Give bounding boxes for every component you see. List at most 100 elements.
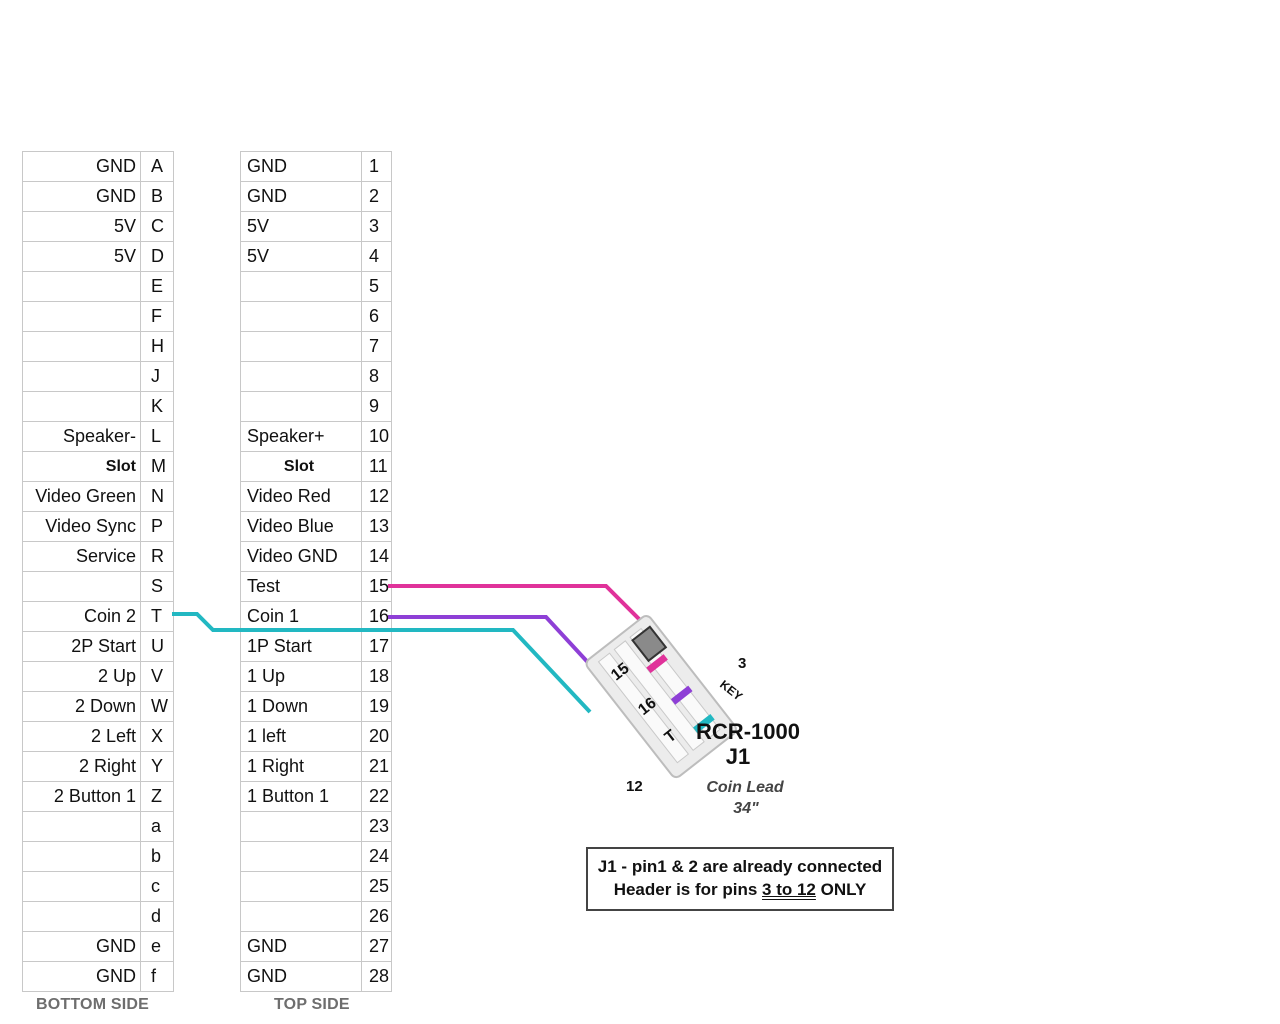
bottom_side-pin-cell: M [140,451,174,482]
top_side-signal-cell: 1 left [240,721,362,752]
cable-label: Coin Lead [706,779,785,796]
connector-pin-t-mark [693,714,715,734]
top_side-pin-cell: 25 [361,871,392,902]
top_side-row: Speaker+10 [240,421,392,452]
top_side-signal-cell [240,901,362,932]
top_side-pin-cell: 15 [361,571,392,602]
top_side-pin-cell: 14 [361,541,392,572]
bottom_side-pin-cell: d [140,901,174,932]
top_side-pin-cell: 16 [361,601,392,632]
bottom_side-pin-cell: U [140,631,174,662]
top-side-label: TOP SIDE [274,996,350,1013]
top_side-pin-cell: 7 [361,331,392,362]
top_side-signal-cell: GND [240,181,362,212]
top_side-pin-cell: 24 [361,841,392,872]
top_side-row: 23 [240,811,392,842]
bottom_side-pin-cell: a [140,811,174,842]
top_side-signal-cell: 1 Button 1 [240,781,362,812]
top_side-pin-cell: 21 [361,751,392,782]
bottom_side-pin-cell: b [140,841,174,872]
bottom_side-signal-cell: Coin 2 [22,601,141,632]
bottom_side-row: b [22,841,174,872]
bottom_side-signal-cell [22,901,141,932]
top_side-signal-cell [240,331,362,362]
bottom_side-row: J [22,361,174,392]
bottom_side-pin-cell: C [140,211,174,242]
pin-range-start-label: 3 [738,655,746,672]
bottom_side-pin-cell: c [140,871,174,902]
top_side-signal-cell: 1 Right [240,751,362,782]
bottom_side-row: a [22,811,174,842]
top_side-pin-cell: 4 [361,241,392,272]
top_side-signal-cell: GND [240,931,362,962]
top_side-signal-cell: GND [240,961,362,992]
bottom_side-signal-cell: 2 Right [22,751,141,782]
wire-coin2 [172,612,592,714]
bottom_side-pin-cell: Y [140,751,174,782]
connector-subtitle: J1 [726,744,750,769]
note-line-1: J1 - pin1 & 2 are already connected [597,857,883,876]
top_side-pin-cell: 17 [361,631,392,662]
note-box: J1 - pin1 & 2 are already connected Head… [586,847,894,911]
top_side-signal-cell: 1 Down [240,691,362,722]
top_side-pin-cell: 28 [361,961,392,992]
bottom_side-pin-cell: X [140,721,174,752]
note-line-2-pre: Header is for pins [613,880,763,899]
bottom_side-signal-cell [22,271,141,302]
top_side-signal-cell: 1 Up [240,661,362,692]
connector-pin-16-mark [670,685,693,705]
top_side-pin-cell: 23 [361,811,392,842]
top_side-signal-cell: Video GND [240,541,362,572]
cable-length: 34" [733,800,759,817]
top_side-pin-cell: 22 [361,781,392,812]
bottom_side-pin-cell: E [140,271,174,302]
bottom_side-row: d [22,901,174,932]
top_side-pin-cell: 11 [361,451,392,482]
bottom_side-signal-cell: GND [22,151,141,182]
bottom_side-signal-cell: 2 Down [22,691,141,722]
note-line-2: Header is for pins 3 to 12 ONLY [588,878,892,901]
top_side-pin-cell: 27 [361,931,392,962]
bottom_side-signal-cell: Service [22,541,141,572]
bottom_side-pin-cell: e [140,931,174,962]
top_side-row: 9 [240,391,392,422]
j1-connector: 15 16 T [585,615,737,779]
top_side-pin-cell: 18 [361,661,392,692]
bottom_side-signal-cell: GND [22,931,141,962]
bottom_side-pin-cell: R [140,541,174,572]
top_side-row: 26 [240,901,392,932]
bottom_side-pin-cell: B [140,181,174,212]
top_side-row: 8 [240,361,392,392]
bottom_side-pin-cell: V [140,661,174,692]
key-label: KEY [717,677,745,703]
bottom-side-label: BOTTOM SIDE [36,996,150,1013]
top_side-pin-cell: 3 [361,211,392,242]
note-line-2-range: 3 to 12 [762,880,816,899]
bottom_side-pin-cell: F [140,301,174,332]
bottom_side-row: E [22,271,174,302]
bottom_side-row: S [22,571,174,602]
top_side-signal-cell: 5V [240,211,362,242]
bottom_side-signal-cell [22,361,141,392]
connector-pin-15-mark [646,654,668,674]
top_side-pin-cell: 9 [361,391,392,422]
bottom_side-signal-cell: 5V [22,241,141,272]
